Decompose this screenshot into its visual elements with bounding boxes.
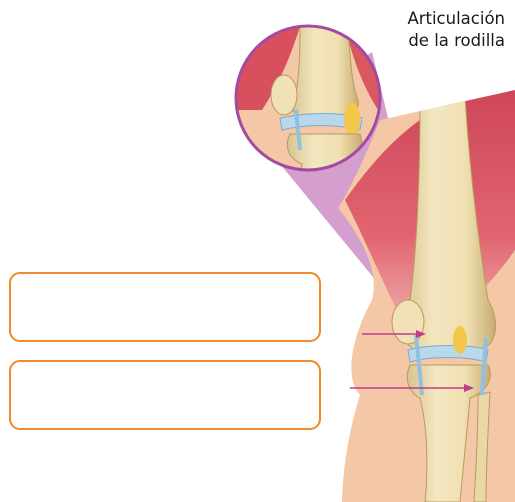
diagram-title: Articulación de la rodilla	[377, 8, 505, 52]
title-line-1: Articulación	[377, 8, 505, 30]
ligament-yellow	[453, 326, 467, 354]
magnified-ligament-yellow	[344, 102, 360, 138]
title-line-2: de la rodilla	[377, 30, 505, 52]
magnified-patella	[271, 75, 297, 115]
answer-box-2[interactable]	[9, 360, 321, 430]
answer-box-1[interactable]	[9, 272, 321, 342]
patella-bone	[392, 300, 424, 344]
